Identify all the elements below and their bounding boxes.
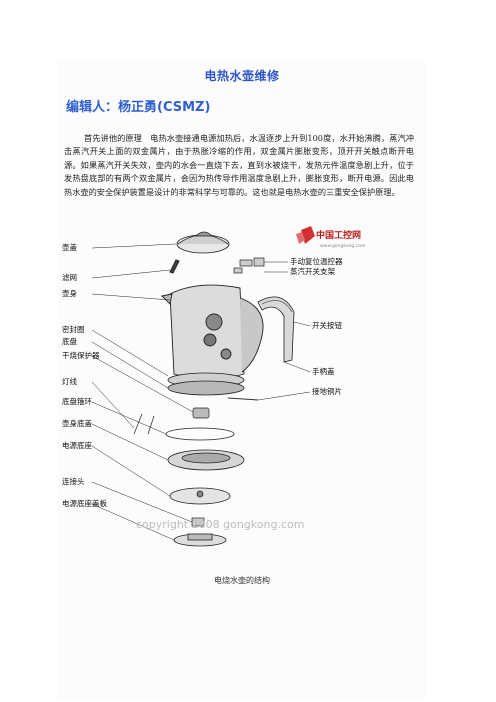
intro-paragraph: 首先讲他的原理 电热水壶接通电源加热后，水温逐步上升到100度，水开始沸腾，蒸汽… <box>64 133 414 197</box>
filter-part <box>169 259 180 274</box>
logo-url: www.gongkong.com <box>320 243 365 249</box>
protector-part <box>192 407 210 419</box>
lid-part <box>176 231 230 254</box>
label-base-ring: 底盘箍环 <box>62 396 92 406</box>
cover-plate-part <box>173 533 227 547</box>
base-ring-part <box>165 427 235 441</box>
figure-caption: 电烧水壶的结构 <box>214 576 270 585</box>
label-lamp-wire: 灯线 <box>62 376 77 386</box>
label-dry-protector: 干烧保护器 <box>62 350 100 360</box>
author-line: 编辑人：杨正勇(CSMZ) <box>66 100 211 115</box>
switch-parts <box>233 257 265 274</box>
label-base-disc: 底盘 <box>62 336 77 346</box>
label-connector: 连接头 <box>62 476 85 486</box>
label-bottom-cover: 壶身底盖 <box>62 418 92 428</box>
label-body: 壶身 <box>62 288 77 298</box>
body-part <box>161 284 264 380</box>
watermark: copyright 2008 gongkong.com <box>136 518 304 531</box>
document-title: 电热水壶维修 <box>204 69 280 83</box>
base-disc-part <box>167 372 245 396</box>
label-switch-button: 开关按钮 <box>312 320 342 330</box>
label-filter: 滤网 <box>62 272 77 282</box>
logo-text: 中国工控网 <box>316 229 361 241</box>
label-seal-ring: 密封圈 <box>62 324 85 334</box>
label-power-base: 电源底座 <box>62 440 92 450</box>
ground-strip-part <box>227 397 259 401</box>
label-handle-cover: 手柄盖 <box>312 366 335 376</box>
wire-part <box>133 413 155 435</box>
power-base-part <box>169 487 231 505</box>
label-cover-plate: 电源底座盖板 <box>62 498 107 508</box>
label-manual-reset-thermostat: 手动复位温控器 <box>290 256 343 266</box>
kettle-exploded-diagram: 中国工控网 www.gongkong.com <box>58 222 426 562</box>
label-lid: 壶盖 <box>62 242 77 252</box>
bottom-cover-part <box>167 449 245 471</box>
label-ground-strip: 接地铜片 <box>312 386 342 396</box>
document-page: 电热水壶维修 编辑人：杨正勇(CSMZ) 首先讲他的原理 电热水壶接通电源加热后… <box>58 60 426 700</box>
label-steam-switch-bracket: 蒸汽开关支架 <box>290 266 335 276</box>
gongkong-logo: 中国工控网 www.gongkong.com <box>296 226 365 249</box>
